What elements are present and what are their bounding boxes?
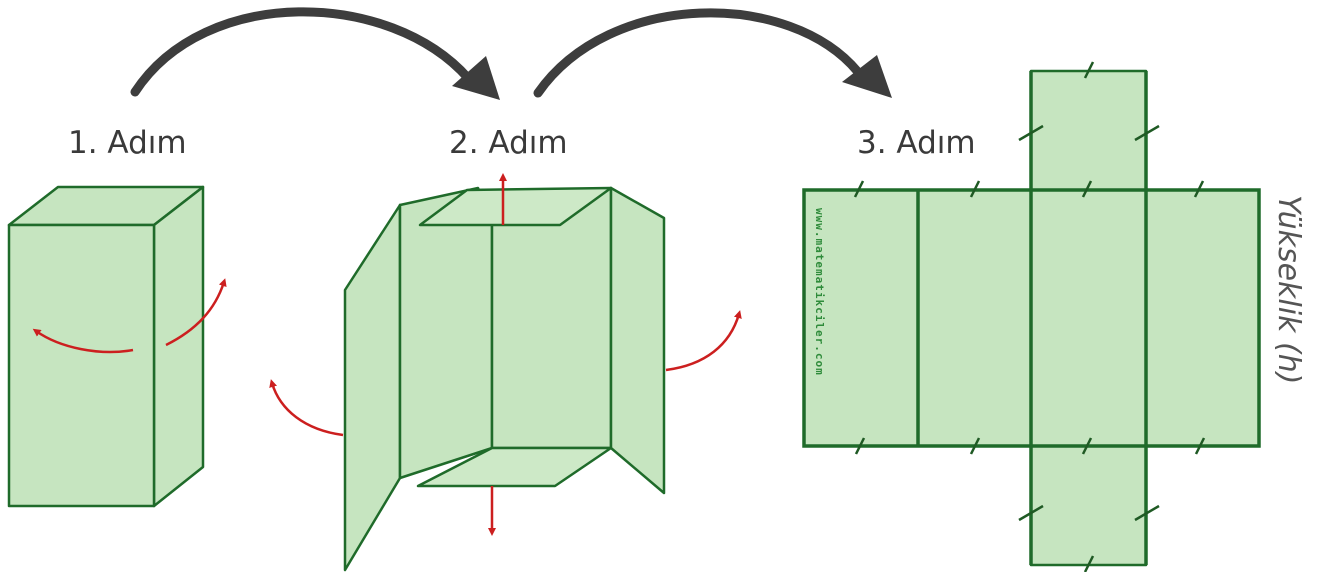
top-lid-face [418, 186, 613, 227]
fold-arrow-left [32, 328, 134, 354]
center-face [490, 186, 613, 450]
step-arrow-1-to-2 [130, 7, 500, 100]
step-1-label: 1. Adım [68, 125, 187, 161]
bottom-lid-face [416, 446, 613, 488]
step-1-closed-prism [7, 185, 227, 508]
fold-arrow-right [165, 278, 227, 347]
net-side-face-4 [1144, 188, 1261, 448]
step-2-label: 2. Adım [449, 125, 568, 161]
equal-length-ticks [853, 61, 1206, 572]
net-side-face-2 [916, 188, 1033, 448]
height-label: Yükseklik (h) [1271, 195, 1306, 384]
net-top-face [1029, 69, 1148, 192]
step-3-label: 3. Adım [857, 125, 976, 161]
back-face [398, 186, 494, 480]
fold-arrow-right [665, 310, 742, 372]
step-3-prism-net: www.matematikciler.com [802, 61, 1261, 572]
left-flap-face [343, 203, 402, 572]
net-side-face-3 [1029, 188, 1148, 448]
net-bottom-face [1029, 444, 1148, 567]
prism-side-face [152, 185, 205, 508]
prism-front-face [7, 223, 156, 508]
step-2-unfolding-prism [269, 173, 742, 572]
watermark-text: www.matematikciler.com [813, 208, 826, 376]
step-arrow-2-to-3 [533, 8, 892, 98]
fold-arrow-left [269, 379, 344, 437]
right-flap-face [609, 186, 666, 495]
